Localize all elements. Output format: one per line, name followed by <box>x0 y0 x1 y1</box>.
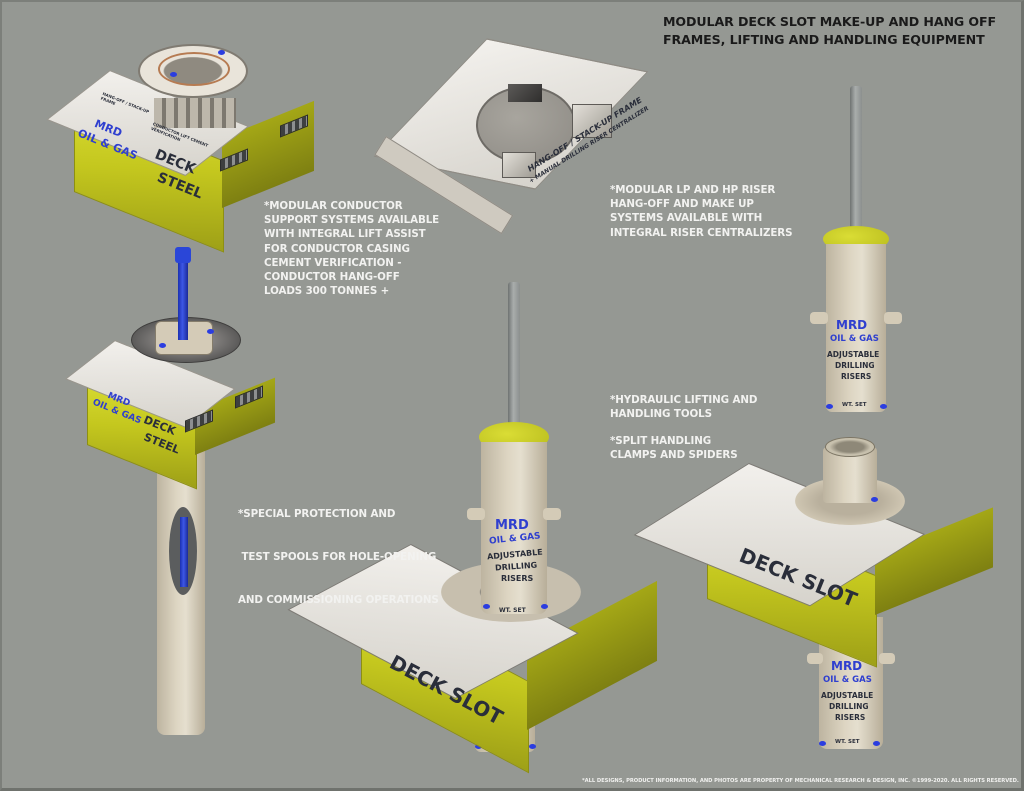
bolt-icon <box>483 604 490 609</box>
riser-pipe <box>850 86 862 236</box>
riser-body <box>826 244 886 412</box>
base-label: WT. SET <box>842 402 867 408</box>
riser-lug-left <box>807 653 823 664</box>
callout-line: SYSTEMS AVAILABLE WITH <box>610 212 763 225</box>
hangoff-stackup-frame-render: HANG-OFF / STACK-UP FRAME + MANUAL DRILL… <box>373 34 651 235</box>
callout-line: *HYDRAULIC LIFTING AND <box>610 394 758 406</box>
riser-body <box>481 442 547 614</box>
bolt-icon <box>871 497 878 502</box>
riser-lug-right <box>879 653 895 664</box>
callout-line: CLAMPS AND SPIDERS <box>610 449 738 462</box>
callout-line: FOR CONDUCTOR CASING <box>264 242 410 255</box>
callout-split-clamps: *SPLIT HANDLING CLAMPS AND SPIDERS <box>610 434 738 462</box>
bolt-icon <box>159 343 166 348</box>
callout-line: HANG-OFF AND MAKE UP <box>610 198 754 211</box>
product-line-1: ADJUSTABLE <box>827 350 880 359</box>
riser-lug-right <box>543 508 561 520</box>
bolt-icon <box>541 604 548 609</box>
adjustable-riser-render: MRD OIL & GAS ADJUSTABLE DRILLING RISERS… <box>806 86 906 421</box>
callout-line: CONDUCTOR HANG-OFF <box>264 271 400 284</box>
bolt-icon <box>819 741 826 746</box>
page-title-line-2: FRAMES, LIFTING AND HANDLING EQUIPMENT <box>663 32 985 47</box>
callout-line: TEST SPOOLS FOR HOLE-OPENING <box>238 551 437 564</box>
callout-line: *SPLIT HANDLING <box>610 435 712 447</box>
brand-mrd: MRD <box>831 659 863 673</box>
lifting-rod-cap <box>175 247 191 263</box>
centralizer-block <box>572 104 612 138</box>
riser-pipe <box>508 282 520 437</box>
callout-line: *SPECIAL PROTECTION AND <box>238 508 396 521</box>
copyright-notice: *ALL DESIGNS, PRODUCT INFORMATION, AND P… <box>582 778 1019 784</box>
product-line-2: DRILLING <box>829 702 869 711</box>
callout-line: LOADS 300 TONNES + <box>264 285 390 298</box>
page-title-line-1: MODULAR DECK SLOT MAKE-UP AND HANG OFF <box>663 14 997 29</box>
support-ring-copper <box>158 52 230 86</box>
brand-oil-gas: OIL & GAS <box>823 675 872 685</box>
riser-lug-left <box>810 312 828 324</box>
callout-test-spools: *SPECIAL PROTECTION AND TEST SPOOLS FOR … <box>238 479 439 621</box>
hole-opener-tool <box>180 517 188 587</box>
brand-mrd: MRD <box>836 318 868 332</box>
product-line-3: RISERS <box>841 372 872 381</box>
callout-line: WITH INTEGRAL LIFT ASSIST <box>264 228 426 241</box>
callout-line: INTEGRAL RISER CENTRALIZERS <box>610 226 793 239</box>
riser-lug-left <box>467 508 485 520</box>
callout-line: AND COMMISSIONING OPERATIONS <box>238 593 439 606</box>
product-line-1: ADJUSTABLE <box>821 691 874 700</box>
lifting-tool-bore <box>825 437 875 457</box>
bolt-icon <box>207 329 214 334</box>
callout-conductor-support: *MODULAR CONDUCTOR SUPPORT SYSTEMS AVAIL… <box>264 199 439 298</box>
callout-line: SUPPORT SYSTEMS AVAILABLE <box>264 214 440 227</box>
deck-slot-lifting-render: MRD OIL & GAS ADJUSTABLE DRILLING RISERS… <box>633 437 998 757</box>
base-label: WT. SET <box>499 607 526 614</box>
callout-riser-hangoff: *MODULAR LP AND HP RISER HANG-OFF AND MA… <box>610 183 793 240</box>
page-title: MODULAR DECK SLOT MAKE-UP AND HANG OFF F… <box>663 13 996 49</box>
deck-steel-hangoff-render: HANG-OFF / STACK-UP FRAME CONDUCTOR LIFT… <box>46 20 320 253</box>
callout-line: *MODULAR LP AND HP RISER <box>610 184 776 196</box>
riser-lug-right <box>884 312 902 324</box>
deck-steel-test-spool-render: MRD OIL & GAS DECK STEEL <box>64 245 280 735</box>
callout-hydraulic-tools: *HYDRAULIC LIFTING AND HANDLING TOOLS <box>610 393 757 421</box>
callout-line: CEMENT VERIFICATION - <box>264 256 402 269</box>
support-legs <box>154 98 236 128</box>
bolt-icon <box>529 744 536 749</box>
lifting-rod <box>178 250 188 340</box>
bolt-icon <box>873 741 880 746</box>
callout-line: HANDLING TOOLS <box>610 408 712 421</box>
product-line-3: RISERS <box>835 713 866 722</box>
brand-oil-gas: OIL & GAS <box>830 334 879 344</box>
base-label: WT. SET <box>835 739 860 745</box>
product-line-3: RISERS <box>501 574 534 583</box>
bolt-icon <box>218 50 225 55</box>
centralizer-block <box>502 152 536 178</box>
deck-slot-riser-render: WT. SET MRD OIL & GAS ADJUSTABLE DRILLIN… <box>287 282 667 774</box>
callout-line: *MODULAR CONDUCTOR <box>264 200 403 212</box>
bolt-icon <box>170 72 177 77</box>
brand-mrd: MRD <box>495 518 529 533</box>
bolt-icon <box>826 404 833 409</box>
centralizer-block <box>508 84 542 102</box>
product-line-2: DRILLING <box>835 361 875 370</box>
bolt-icon <box>880 404 887 409</box>
